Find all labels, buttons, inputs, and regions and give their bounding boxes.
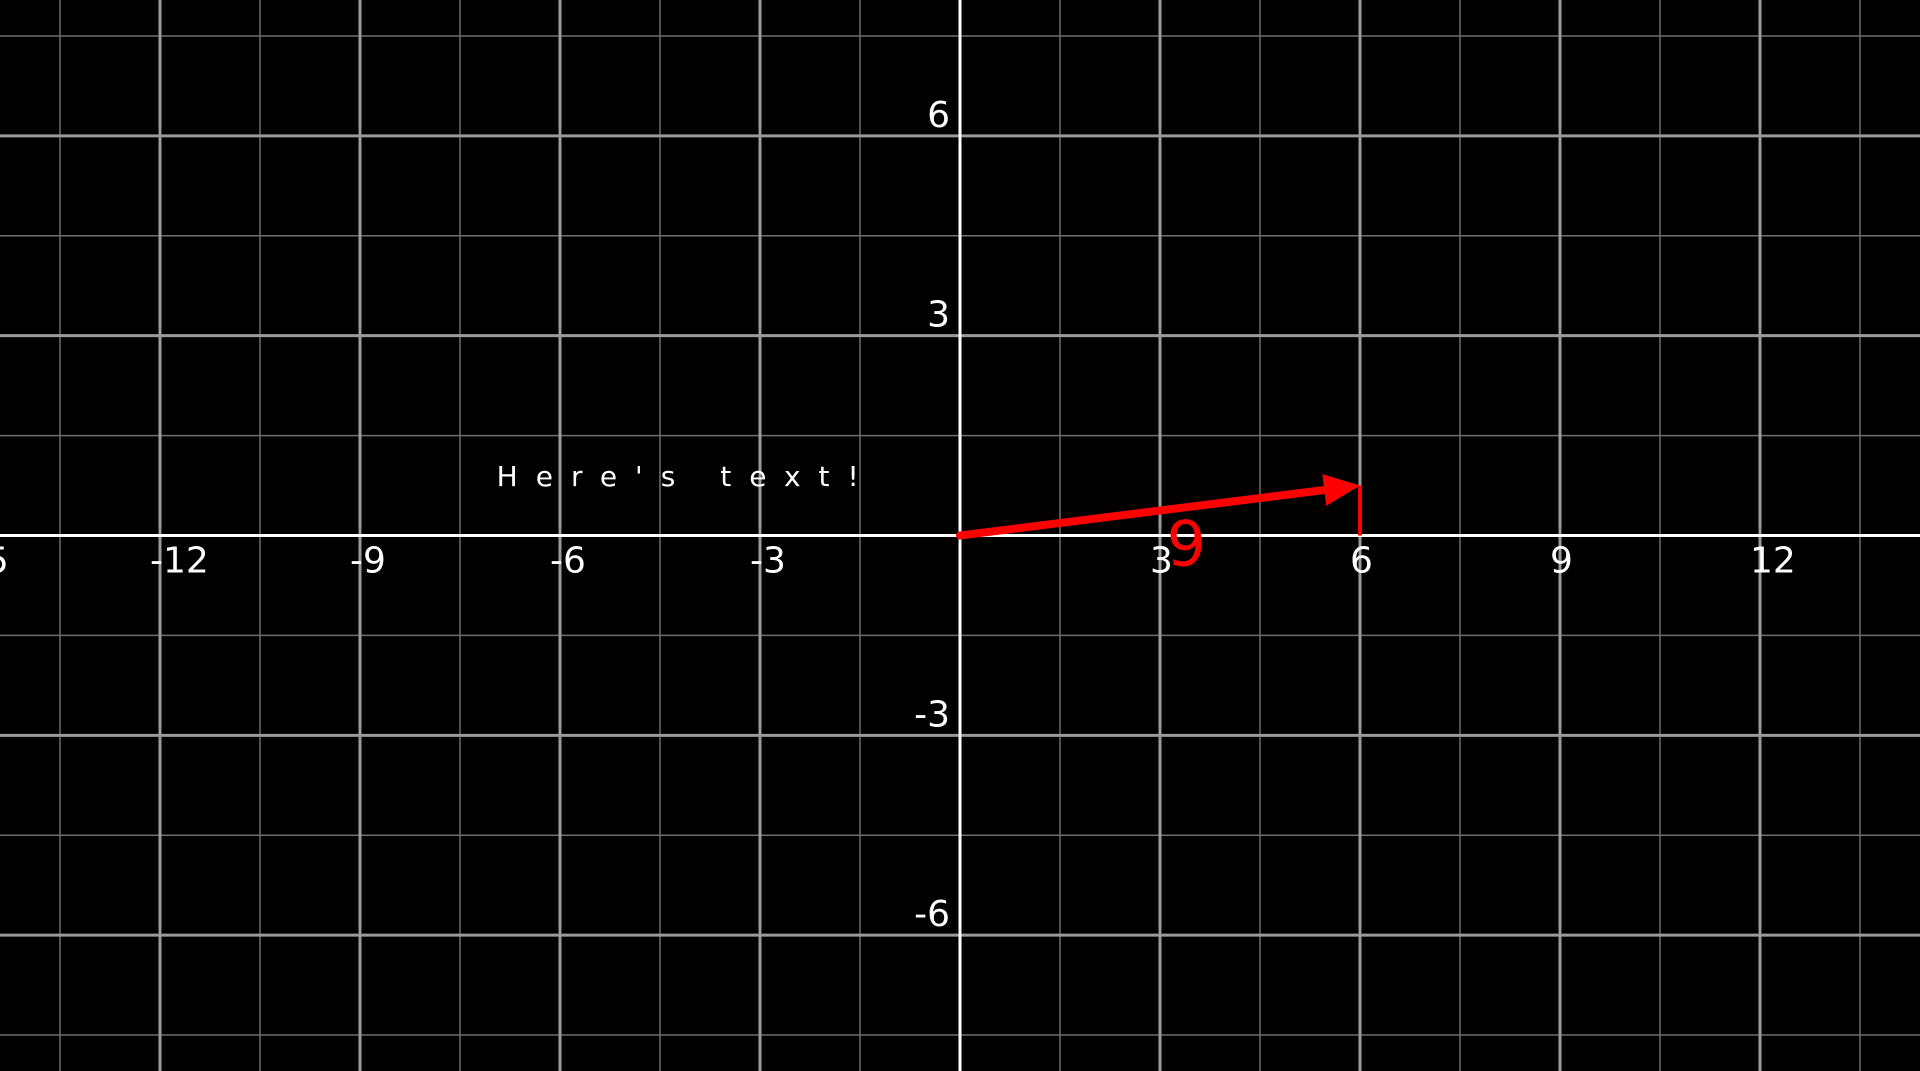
tick-labels: -15 -12 -9 -6 -3 3 6 9 12 6 3 -3 -6 bbox=[0, 95, 1796, 935]
vector-layer bbox=[956, 474, 1362, 540]
x-tick-label: -9 bbox=[350, 541, 386, 582]
vector-arrowhead bbox=[1322, 474, 1360, 506]
y-tick-label: -6 bbox=[914, 894, 950, 935]
x-tick-label: -12 bbox=[150, 541, 209, 582]
annotation-text: Here's text! bbox=[497, 460, 877, 493]
y-tick-label: -3 bbox=[914, 694, 950, 735]
x-tick-label: 6 bbox=[1350, 541, 1373, 582]
vector-label: 9 bbox=[1167, 507, 1206, 580]
x-tick-label: 9 bbox=[1550, 541, 1573, 582]
x-tick-label: -6 bbox=[550, 541, 586, 582]
y-tick-label: 6 bbox=[927, 95, 950, 136]
x-tick-label: 3 bbox=[1150, 541, 1173, 582]
x-tick-label: -3 bbox=[750, 541, 786, 582]
y-tick-label: 3 bbox=[927, 295, 950, 336]
x-tick-label: 12 bbox=[1750, 541, 1796, 582]
x-tick-label: -15 bbox=[0, 541, 9, 582]
vector-shaft bbox=[956, 486, 1329, 540]
